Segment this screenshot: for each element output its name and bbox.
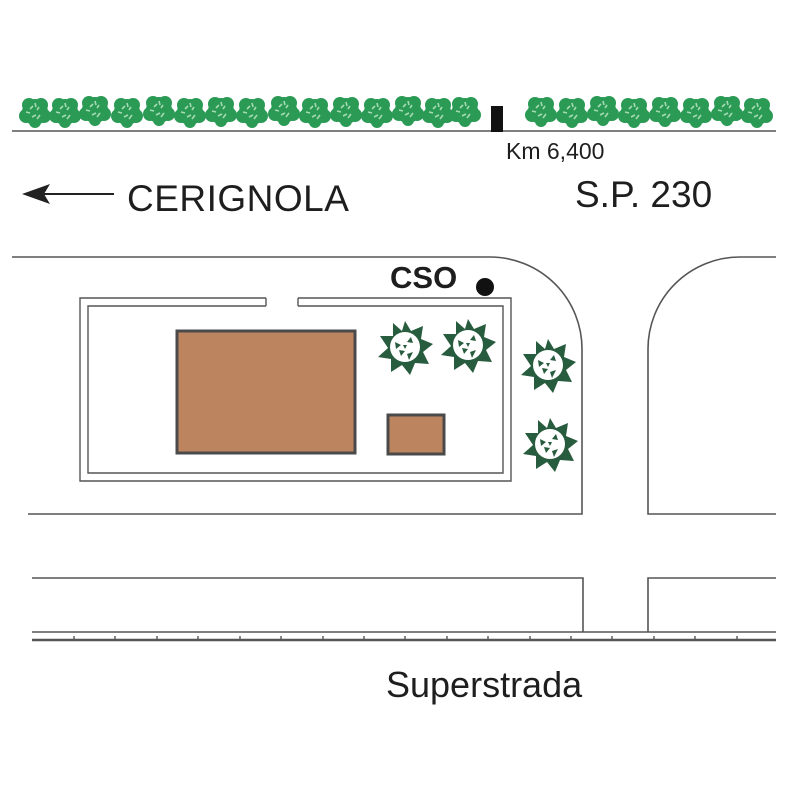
tree-icon [378, 321, 433, 375]
site-fence [79, 297, 512, 482]
service-road-edge-right [647, 577, 776, 632]
milestone-icon [491, 106, 503, 132]
tree-icon [521, 339, 576, 393]
road-label: S.P. 230 [575, 174, 713, 215]
hedge-row-right [524, 95, 774, 129]
site-label: CSO [390, 260, 458, 295]
hedge-row-left [18, 95, 482, 129]
small-building [386, 413, 446, 456]
highway-ticks [73, 636, 738, 640]
direction-label: CERIGNOLA [127, 178, 350, 219]
main-building [175, 329, 357, 455]
highway-label: Superstrada [386, 664, 583, 705]
tree-icon [523, 418, 578, 472]
location-dot-icon [476, 278, 494, 296]
service-road-edge-left [32, 577, 584, 632]
road-junction-curb [647, 256, 776, 515]
tree-icon [441, 319, 496, 373]
km-marker-label: Km 6,400 [506, 138, 605, 164]
plot-boundary [12, 256, 583, 515]
arrow-left-icon [22, 184, 114, 204]
